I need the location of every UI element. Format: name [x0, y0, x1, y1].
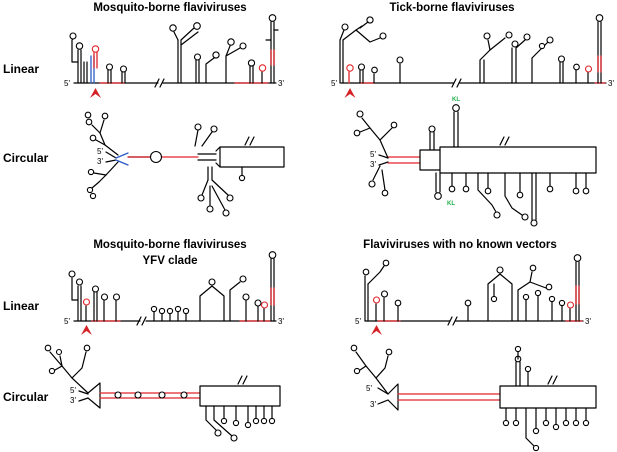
svg-text:3': 3': [370, 400, 376, 409]
svg-text:5': 5': [355, 317, 361, 326]
svg-text:5': 5': [97, 147, 103, 156]
panel-title-tick: Tick-borne flaviviruses: [389, 2, 515, 14]
svg-text:3': 3': [70, 396, 76, 405]
svg-text:3': 3': [608, 79, 614, 88]
row-label-linear-bottom: Linear: [3, 299, 40, 313]
yfv-linear-structure: 5' 3': [64, 251, 284, 335]
svg-text:5': 5': [70, 386, 76, 395]
svg-text:3': 3': [585, 317, 591, 326]
row-label-linear-top: Linear: [3, 62, 40, 76]
tick-circular-structure: 5' 3' KL KL: [353, 97, 597, 227]
mosquito-circular-structure: 5' 3': [84, 111, 285, 217]
kissing-loop-label: KL: [452, 97, 460, 103]
panel-title-yfv: Mosquito-borne flaviviruses: [93, 239, 247, 251]
kissing-loop-label-lower: KL: [447, 201, 455, 207]
panel-title-novector: Flaviviruses with no known vectors: [363, 239, 557, 251]
mosquito-linear-structure: 5' 3': [64, 14, 284, 98]
novector-circular-structure: 5' 3': [350, 344, 597, 452]
five-prime-end: 5': [64, 79, 70, 88]
svg-text:3': 3': [370, 160, 376, 169]
svg-text:5': 5': [366, 384, 372, 393]
novector-linear-structure: 5' 3': [355, 254, 591, 335]
svg-text:3': 3': [278, 317, 284, 326]
panel-title-mosquito: Mosquito-borne flaviviruses: [93, 2, 247, 14]
svg-text:5': 5': [331, 79, 337, 88]
tick-linear-structure: 5' 3': [331, 14, 614, 98]
svg-text:5': 5': [64, 317, 70, 326]
row-label-circular-top: Circular: [3, 151, 49, 165]
row-label-circular-bottom: Circular: [3, 390, 49, 404]
yfv-circular-structure: 5' 3': [44, 344, 281, 442]
three-prime-end: 3': [278, 79, 284, 88]
panel-subtitle-yfv: YFV clade: [142, 255, 198, 267]
svg-text:3': 3': [97, 157, 103, 166]
svg-text:5': 5': [370, 150, 376, 159]
